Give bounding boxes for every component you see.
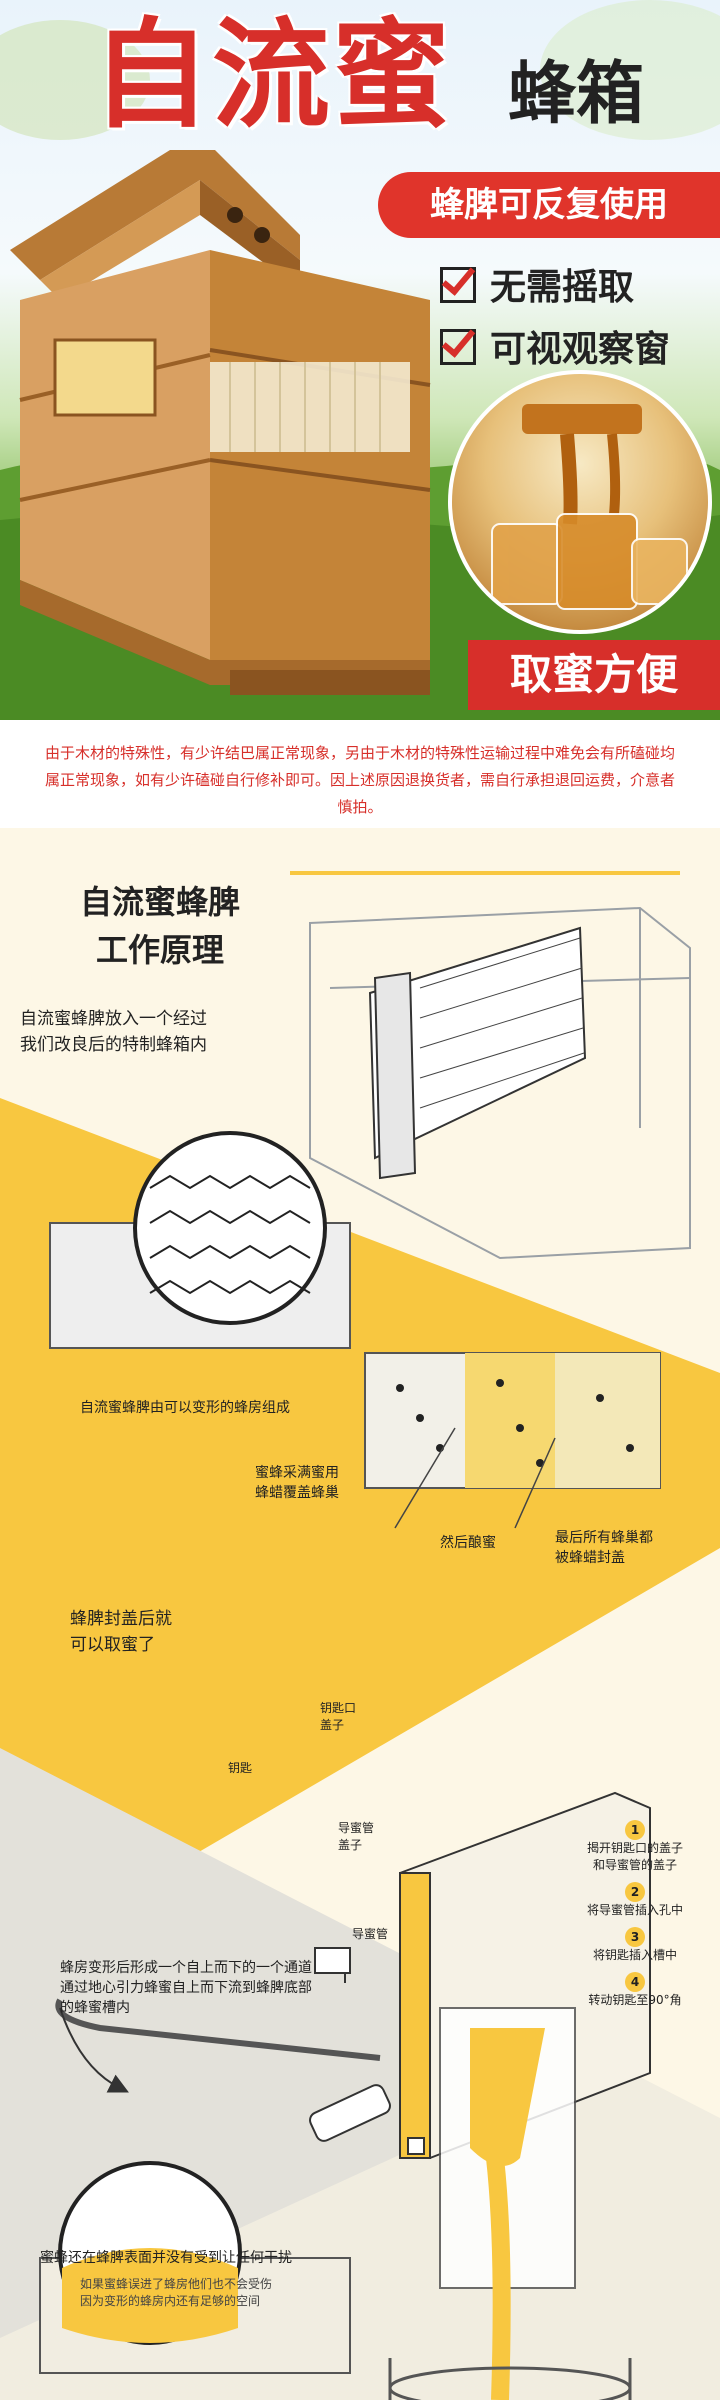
step-number: 3 <box>625 1927 645 1947</box>
feature-label: 无需摇取 <box>490 267 635 308</box>
product-notice: 由于木材的特殊性，有少许结巴属正常现象，另由于木材的特殊性运输过程中难免会有所磕… <box>44 744 675 816</box>
section-title: 自流蜜蜂脾 工作原理 <box>60 878 260 974</box>
step-text: 将钥匙插入槽中 <box>592 1948 677 1962</box>
step-text: 转动钥匙至90°角 <box>588 1993 682 2007</box>
step-text: 揭开钥匙口的盖子 <box>586 1841 683 1855</box>
working-principle-diagram: 自流蜜蜂脾 工作原理 自流蜜蜂脾放入一个经过 我们改良后的特制蜂箱内 自流蜜蜂脾… <box>0 828 720 2400</box>
hero-banner: 自流蜜 蜂箱 蜂脾可反复使用 无需摇取 可视观察窗 取蜜方便 <box>0 0 720 720</box>
channel-explanation: 蜂房变形后形成一个自上而下的一个通道 通过地心引力蜂蜜自上而下流到蜂脾底部 的蜂… <box>60 1958 390 2018</box>
hero-title-sub: 蜂箱 <box>508 55 645 134</box>
intro-line: 自流蜜蜂脾放入一个经过 <box>20 1009 207 1029</box>
label-line: 导蜜管 <box>338 1821 375 1835</box>
step-number: 2 <box>625 1882 645 1902</box>
note-line: 如果蜜蜂误进了蜂房他们也不会受伤 <box>80 2277 273 2291</box>
small-note: 如果蜜蜂误进了蜂房他们也不会受伤 因为变形的蜂房内还有足够的空间 <box>80 2276 360 2310</box>
label-line: 盖子 <box>338 1838 363 1852</box>
step-number: 4 <box>625 1972 645 1992</box>
feature-no-spinning: 无需摇取 <box>440 266 634 310</box>
steps-list: 1 揭开钥匙口的盖子 和导蜜管的盖子 2 将导蜜管插入孔中 3 将钥匙插入槽中 … <box>560 1820 710 2009</box>
channel-line: 通过地心引力蜂蜜自上而下流到蜂脾底部 <box>60 1980 312 1996</box>
step-2: 2 将导蜜管插入孔中 <box>560 1882 710 1919</box>
section-title-line-1: 自流蜜蜂脾 <box>79 883 240 921</box>
label-line: 钥匙口 <box>320 1701 357 1715</box>
easy-harvest-banner: 取蜜方便 <box>468 640 720 710</box>
harvest-heading: 蜂脾封盖后就 可以取蜜了 <box>70 1606 290 1658</box>
channel-line: 的蜂蜜槽内 <box>60 2000 130 2016</box>
label-tube: 导蜜管 <box>352 1927 389 1941</box>
caption-line: 最后所有蜂巢都 <box>555 1530 653 1546</box>
step-4: 4 转动钥匙至90°角 <box>560 1972 710 2009</box>
caption-sealed: 最后所有蜂巢都 被蜂蜡封盖 <box>555 1528 715 1568</box>
feature-window: 可视观察窗 <box>440 328 670 372</box>
label-key-cap: 钥匙口 盖子 <box>320 1700 380 1734</box>
label-line: 盖子 <box>320 1718 345 1732</box>
step-text: 和导蜜管的盖子 <box>592 1858 677 1872</box>
diagram-background <box>0 871 720 2400</box>
bees-undisturbed: 蜜蜂还在蜂脾表面并没有受到让任何干扰 <box>40 2250 292 2266</box>
channel-line: 蜂房变形后形成一个自上而下的一个通道 <box>60 1960 312 1976</box>
reuse-tag: 蜂脾可反复使用 <box>378 172 720 238</box>
checkbox-icon <box>440 267 476 303</box>
honey-jar-photo <box>448 370 712 634</box>
feature-label: 可视观察窗 <box>490 329 671 370</box>
section-title-line-2: 工作原理 <box>95 931 224 969</box>
caption-variable-cells: 自流蜜蜂脾由可以变形的蜂房组成 <box>80 1400 290 1416</box>
harvest-heading-line: 可以取蜜了 <box>70 1635 155 1655</box>
caption-ripen: 然后酿蜜 <box>440 1535 496 1551</box>
label-key: 钥匙 <box>228 1761 253 1775</box>
step-text: 将导蜜管插入孔中 <box>586 1903 683 1917</box>
harvest-heading-line: 蜂脾封盖后就 <box>70 1609 172 1629</box>
step-1: 1 揭开钥匙口的盖子 和导蜜管的盖子 <box>560 1820 710 1874</box>
caption-line: 蜜蜂采满蜜用 <box>255 1465 339 1481</box>
note-line: 因为变形的蜂房内还有足够的空间 <box>80 2294 261 2308</box>
caption-wax-cover: 蜜蜂采满蜜用 蜂蜡覆盖蜂巢 <box>255 1463 395 1503</box>
beehive-illustration <box>10 150 431 695</box>
label-tube-cap: 导蜜管 盖子 <box>338 1820 398 1854</box>
caption-line: 蜂蜡覆盖蜂巢 <box>255 1485 339 1501</box>
step-3: 3 将钥匙插入槽中 <box>560 1927 710 1964</box>
caption-line: 被蜂蜡封盖 <box>555 1550 625 1566</box>
intro-text: 自流蜜蜂脾放入一个经过 我们改良后的特制蜂箱内 <box>20 1006 290 1058</box>
hero-title-main: 自流蜜 <box>92 6 453 144</box>
intro-line: 我们改良后的特制蜂箱内 <box>20 1035 207 1055</box>
checkbox-icon <box>440 329 476 365</box>
step-number: 1 <box>625 1820 645 1840</box>
honey-jar-illustration <box>491 404 688 610</box>
